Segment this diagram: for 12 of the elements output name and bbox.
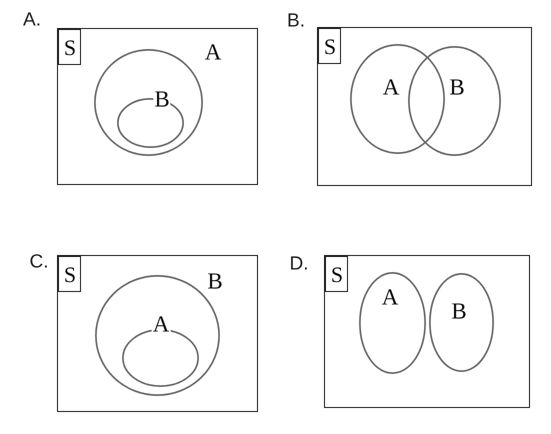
option-label: A. (23, 10, 41, 30)
option-label: C. (30, 252, 48, 272)
universal-set-box (58, 256, 81, 292)
option-label: B. (287, 12, 305, 30)
universal-set-label: S (324, 36, 336, 58)
universal-set-label: S (64, 37, 76, 59)
universal-set-label: S (64, 264, 76, 286)
universal-set-label: S (330, 264, 344, 286)
option-label: D. (290, 254, 308, 274)
universal-set-box (318, 28, 341, 64)
universal-set-box (325, 256, 348, 292)
universal-set-box (58, 29, 81, 65)
